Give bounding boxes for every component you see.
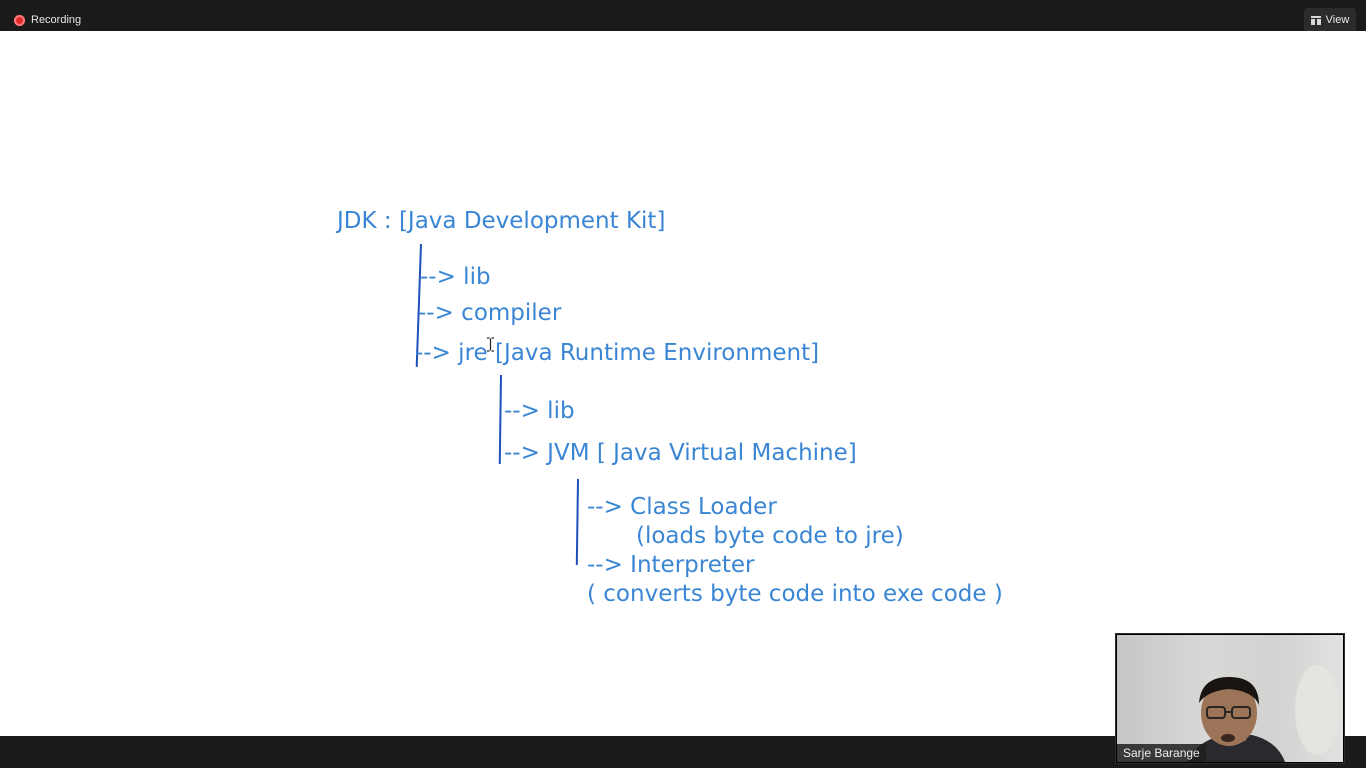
slide-title: JDK : [Java Development Kit] (337, 208, 666, 234)
participant-name-tag: Sarje Barange (1117, 744, 1206, 762)
recording-label: Recording (31, 14, 82, 26)
view-grid-icon (1310, 15, 1321, 25)
jdk-jre-item: --> jre [Java Runtime Environment] (415, 340, 820, 366)
participant-name: Sarje Barange (1123, 746, 1200, 760)
meeting-top-bar: Recording View (0, 0, 1366, 32)
view-button[interactable]: View (1304, 8, 1356, 32)
jvm-tree-line (575, 479, 579, 566)
jvm-class-loader-item: --> Class Loader (587, 494, 777, 520)
jvm-interpreter-item: --> Interpreter (587, 552, 755, 578)
jre-tree-line (498, 375, 502, 465)
jvm-class-loader-note: (loads byte code to jre) (636, 523, 904, 549)
jdk-compiler-item: --> compiler (418, 300, 562, 326)
recording-dot-icon (14, 14, 25, 26)
participant-video-image (1187, 665, 1339, 762)
participant-video-tile[interactable]: Sarje Barange (1115, 633, 1345, 764)
recording-indicator[interactable]: Recording (14, 13, 81, 27)
text-cursor-icon (487, 337, 494, 352)
jdk-lib-item: --> lib (420, 264, 491, 290)
jre-lib-item: --> lib (504, 398, 575, 424)
view-label: View (1325, 14, 1350, 26)
shared-screen-slide: JDK : [Java Development Kit] --> lib -->… (0, 31, 1366, 736)
jre-jvm-item: --> JVM [ Java Virtual Machine] (504, 440, 857, 466)
jvm-interpreter-note: ( converts byte code into exe code ) (587, 581, 1003, 607)
